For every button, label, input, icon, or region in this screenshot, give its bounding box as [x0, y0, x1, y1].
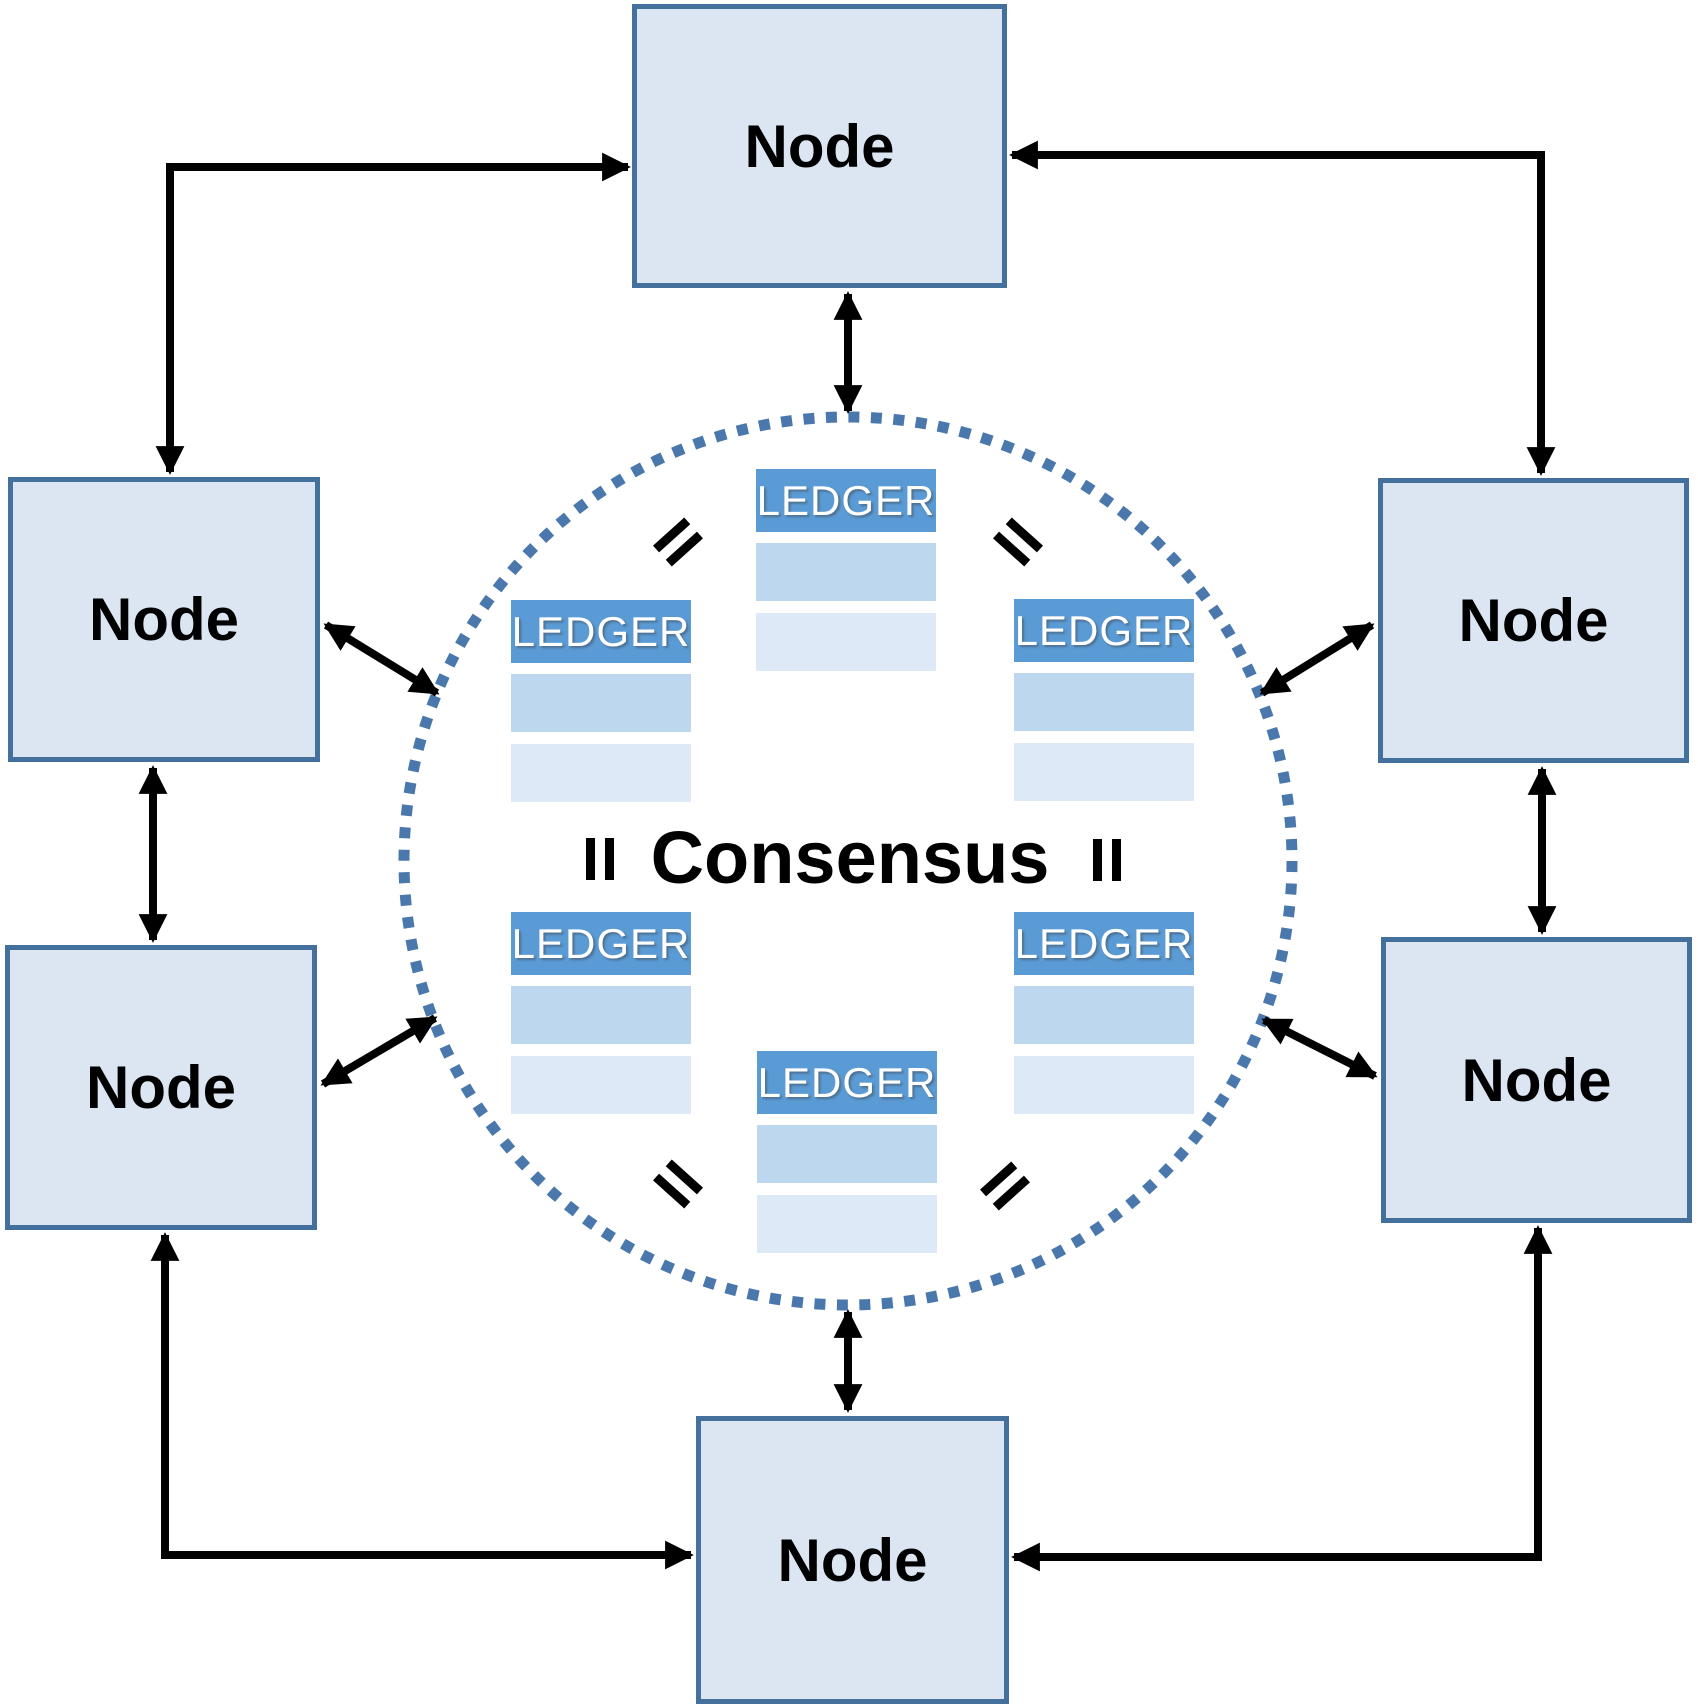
equals-bar: [1093, 839, 1102, 881]
arrow-lower-left-node-to-circle: [320, 1014, 438, 1088]
node-label: Node: [1461, 1046, 1612, 1114]
node-box-upper-left: Node: [8, 477, 320, 762]
ledger-row: [511, 986, 691, 1044]
node-label: Node: [744, 112, 895, 180]
ledger-row: [1014, 1056, 1194, 1114]
ledger-row: [1014, 743, 1194, 801]
arrow-bottom-left-corner: [150, 1232, 694, 1570]
equals-bar: [586, 838, 595, 880]
arrow-upper-right-node-to-circle: [1259, 621, 1375, 697]
node-label: Node: [89, 586, 239, 653]
ledger-row: [511, 744, 691, 802]
ledger-header: LEDGER: [1014, 599, 1194, 662]
equals-icon: [586, 838, 614, 880]
ledger-header: LEDGER: [511, 912, 691, 975]
arrow-lower-right-node-to-circle: [1261, 1016, 1378, 1080]
consensus-circle: [398, 411, 1298, 1311]
equals-bar: [1112, 839, 1121, 881]
node-box-top: Node: [632, 4, 1007, 288]
node-label: Node: [1458, 587, 1609, 654]
ledger-row: [1014, 986, 1194, 1044]
equals-bar: [605, 838, 614, 880]
arrow-top-right-corner: [1009, 140, 1556, 476]
ledger-header: LEDGER: [756, 469, 936, 532]
node-label: Node: [777, 1526, 928, 1594]
node-box-lower-left: Node: [5, 945, 317, 1230]
arrow-top-left-corner: [155, 152, 631, 475]
ledger-row: [756, 613, 936, 671]
ledger-header: LEDGER: [757, 1051, 937, 1114]
arrow-upper-left-node-to-circle: [323, 621, 440, 697]
ledger-row: [756, 543, 936, 601]
equals-icon: [1093, 839, 1121, 881]
node-box-upper-right: Node: [1378, 478, 1689, 763]
node-box-lower-right: Node: [1381, 937, 1692, 1223]
ledger-row: [757, 1125, 937, 1183]
ledger-header: LEDGER: [1014, 912, 1194, 975]
node-box-bottom: Node: [696, 1416, 1009, 1704]
ledger-row: [511, 1056, 691, 1114]
consensus-label: Consensus: [650, 816, 1050, 900]
node-label: Node: [86, 1054, 236, 1121]
arrow-bottom-right-corner: [1011, 1225, 1553, 1572]
ledger-row: [757, 1195, 937, 1253]
ledger-header: LEDGER: [511, 600, 691, 663]
ledger-row: [511, 674, 691, 732]
ledger-row: [1014, 673, 1194, 731]
